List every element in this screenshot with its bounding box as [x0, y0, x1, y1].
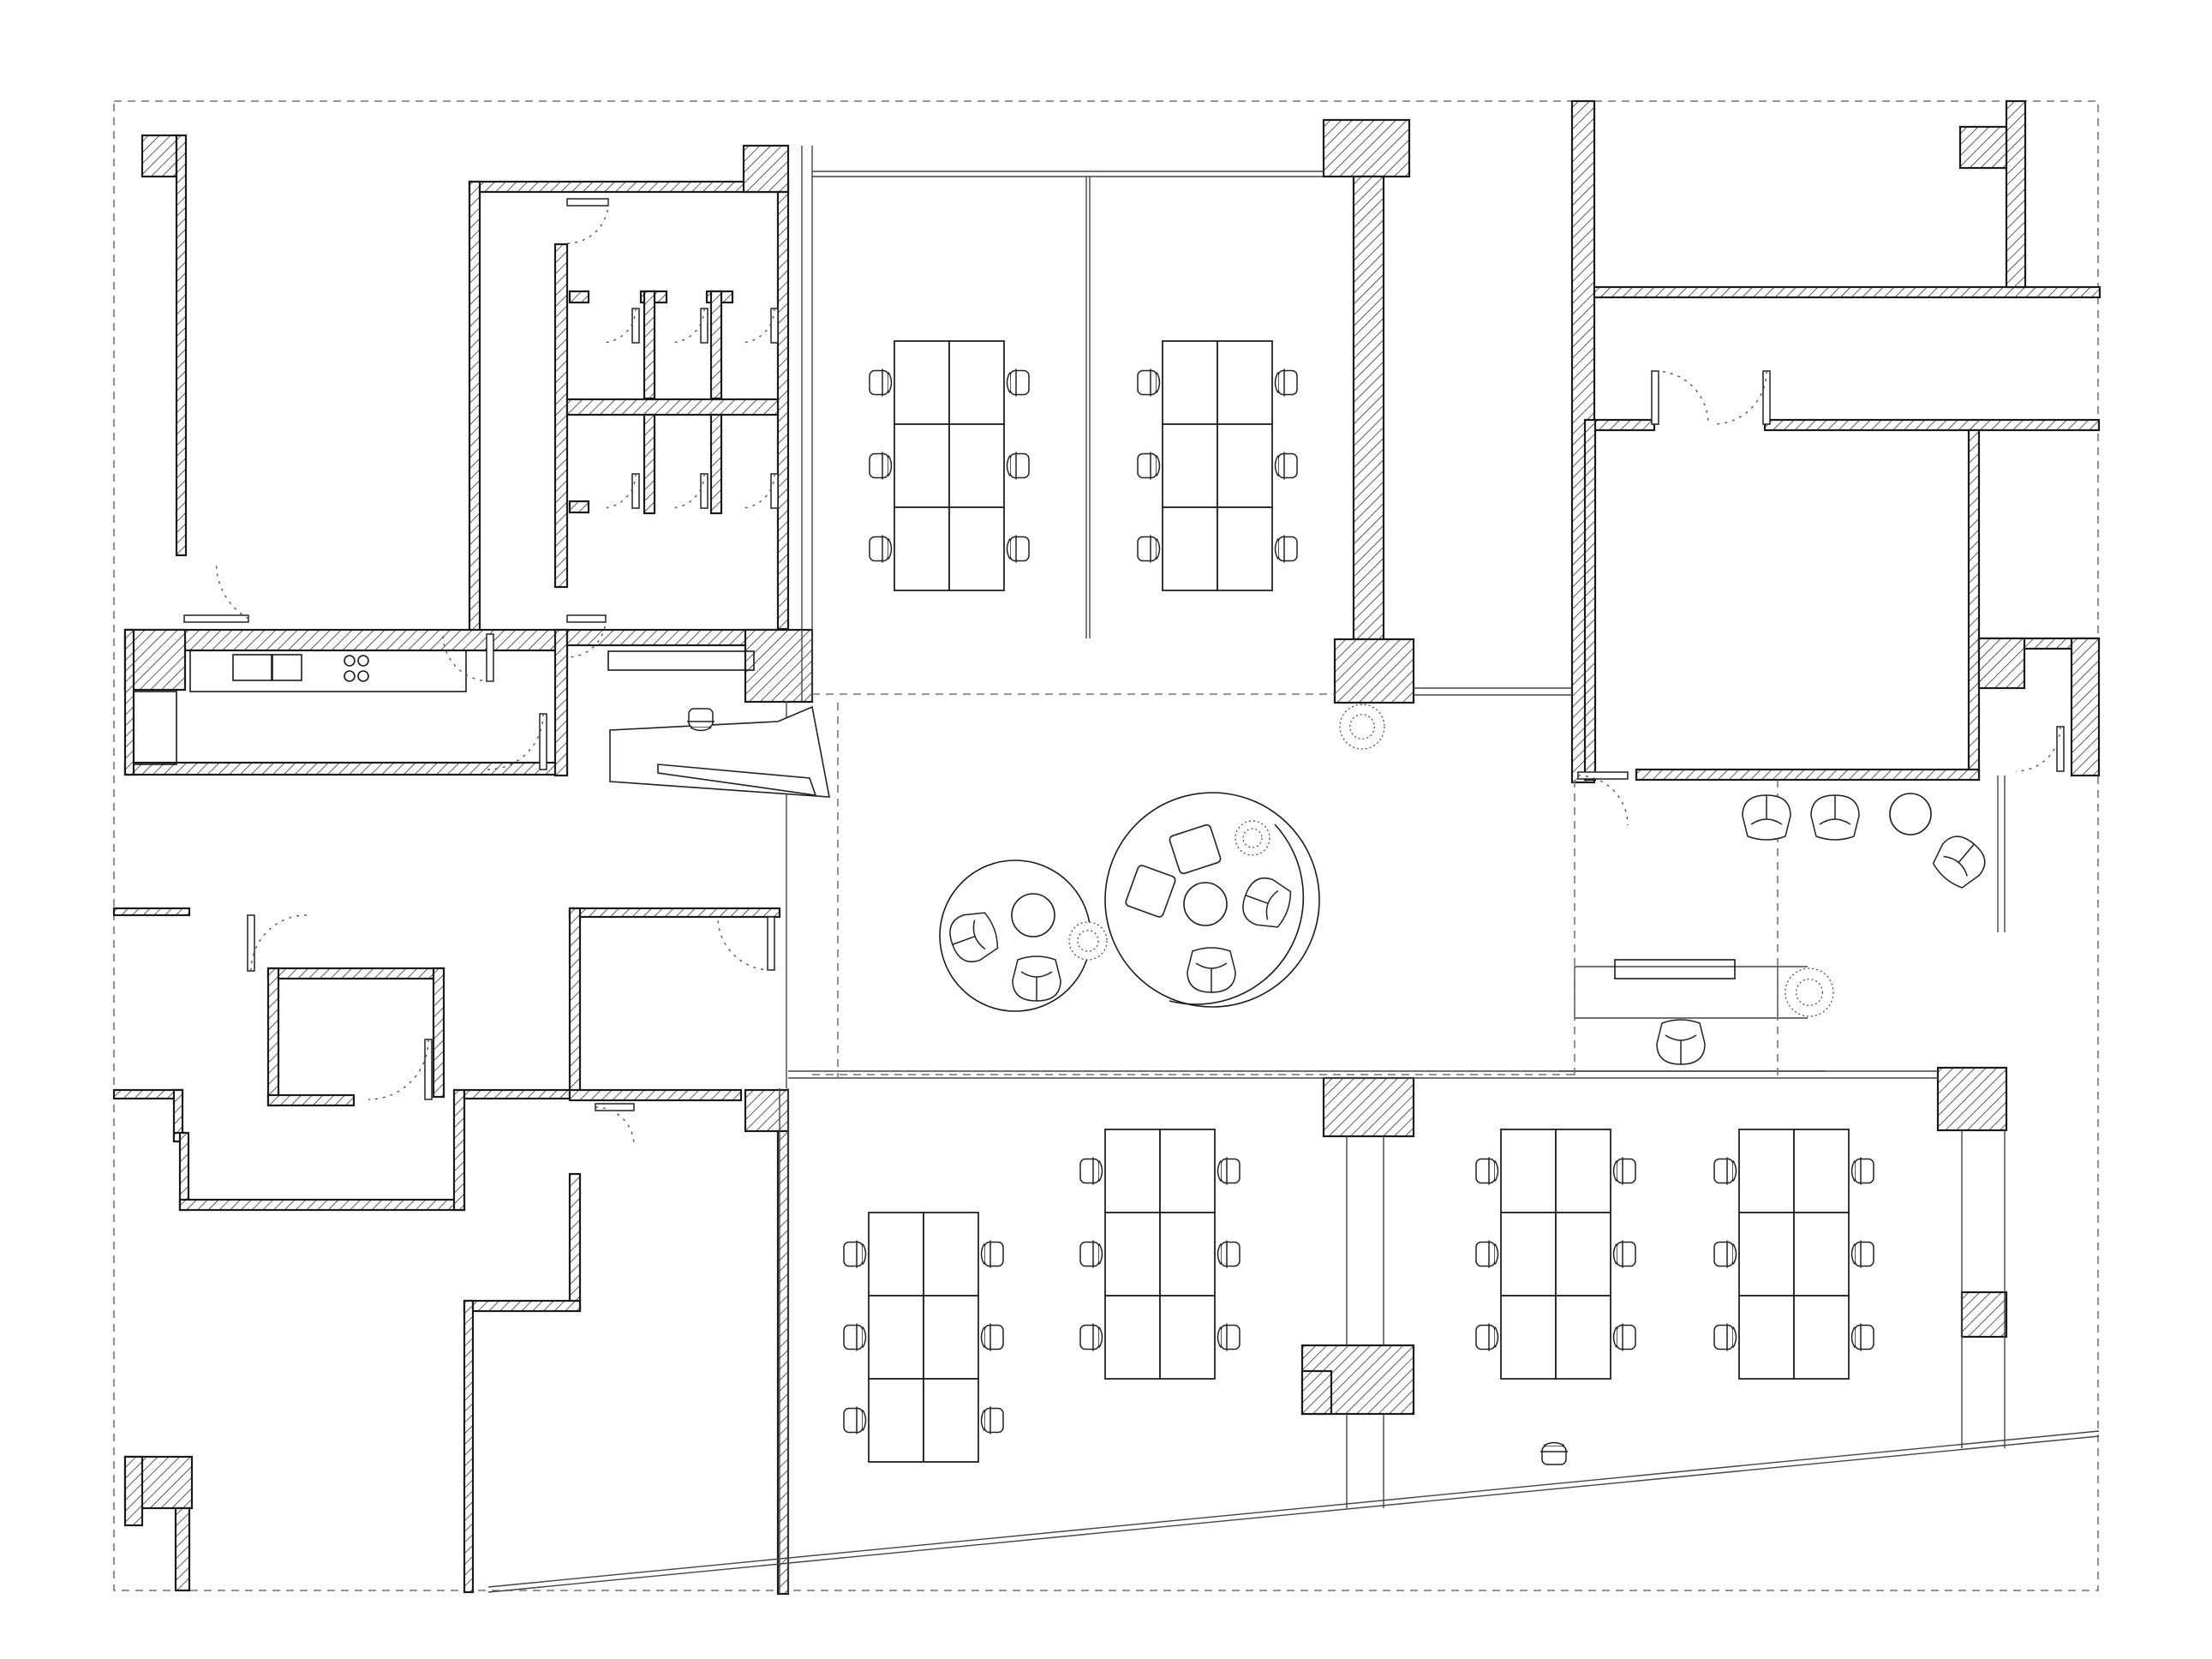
chair-icon	[1612, 1240, 1636, 1268]
chair-icon	[1274, 535, 1298, 563]
door-swing-icon	[601, 473, 640, 509]
desk-cluster-icon-f	[1713, 1129, 1874, 1380]
chair-icon	[1079, 1240, 1103, 1268]
walls-east-wing	[1300, 99, 2101, 1416]
chair-icon	[869, 452, 893, 480]
door-swing-icon	[566, 614, 607, 658]
chair-icon	[843, 1406, 867, 1434]
chair-icon	[1274, 452, 1298, 480]
walls-southwest	[112, 907, 790, 1596]
desk-cluster-icon-b	[1137, 340, 1298, 591]
door-swing-icon	[601, 308, 640, 344]
cooktop-icon	[344, 655, 356, 667]
chair-icon	[1475, 1323, 1499, 1351]
plant-icon	[1785, 967, 1834, 1017]
chair-icon	[1006, 452, 1030, 480]
chair-icon	[1612, 1157, 1636, 1185]
chair-icon	[843, 1240, 867, 1268]
door-swing-icon	[1577, 771, 1629, 826]
door-swing-icon	[2015, 726, 2065, 772]
walls-west-wing	[123, 134, 814, 777]
door-swing-icon	[717, 916, 775, 971]
chair-icon	[687, 708, 714, 732]
chair-icon	[1713, 1323, 1737, 1351]
chair-icon	[1810, 794, 1860, 841]
door-swing-icon	[566, 198, 609, 244]
door-swing-icon	[247, 914, 308, 972]
door-swing-icon	[1651, 370, 1709, 425]
door-swing-icon	[669, 308, 708, 344]
chair-icon	[1850, 1240, 1874, 1268]
chair-icon	[1079, 1157, 1103, 1185]
chair-icon	[1475, 1240, 1499, 1268]
chair-icon	[1932, 835, 1986, 889]
chair-icon	[1006, 535, 1030, 563]
chair-icon	[1540, 1441, 1568, 1465]
plant-icon	[1068, 921, 1108, 961]
chair-icon	[1713, 1157, 1737, 1185]
chair-icon	[1217, 1323, 1241, 1351]
door-swing-icon	[739, 473, 779, 509]
chair-icon	[1656, 1019, 1706, 1065]
desk-cluster-icon-d	[1079, 1129, 1241, 1380]
chair-icon	[980, 1240, 1004, 1268]
desk-cluster-icon-a	[869, 340, 1030, 591]
chair-icon	[1217, 1157, 1241, 1185]
reception-desk	[607, 650, 830, 798]
lounge-area	[939, 792, 1932, 1012]
door-swing-icon	[183, 563, 249, 623]
lounge-chairs	[949, 794, 1986, 1002]
door-swing-icon	[368, 1039, 433, 1100]
chair-icon	[980, 1406, 1004, 1434]
door-swing-icon	[1713, 370, 1771, 425]
chair-icon	[1742, 794, 1791, 841]
chair-icon	[869, 368, 893, 397]
chair-icon	[1475, 1157, 1499, 1185]
round-table-icon	[1104, 792, 1320, 1008]
chair-icon	[869, 535, 893, 563]
chair-icon	[1274, 368, 1298, 397]
door-swing-icon	[739, 308, 779, 344]
chair-icon	[1079, 1323, 1103, 1351]
chair-icon	[1612, 1323, 1636, 1351]
chair-icon	[1217, 1240, 1241, 1268]
plant-icon	[1339, 704, 1385, 750]
door-swing-icon	[487, 713, 547, 770]
chair-icon	[1006, 368, 1030, 397]
partitions	[487, 146, 2100, 1594]
site-boundary	[113, 100, 2099, 1591]
kitchen-counter	[133, 650, 467, 765]
chair-icon	[1137, 535, 1161, 563]
chair-icon	[1137, 368, 1161, 397]
door-swing-icon	[669, 473, 708, 509]
desk-cluster-icon-c	[843, 1212, 1004, 1463]
doors	[183, 198, 2065, 1147]
chair-icon	[1850, 1157, 1874, 1185]
door-swing-icon	[442, 633, 494, 682]
chair-icon	[1012, 955, 1061, 1002]
chair-icon	[949, 912, 999, 963]
desk-clusters	[687, 340, 1874, 1465]
desk-cluster-icon-e	[1475, 1129, 1636, 1380]
plants	[1068, 704, 1834, 1017]
chair-icon	[1137, 452, 1161, 480]
chair-icon	[1713, 1240, 1737, 1268]
chair-icon	[1850, 1323, 1874, 1351]
plant-icon	[1235, 820, 1270, 856]
zone-boundaries	[812, 693, 1779, 1078]
chair-icon	[1187, 947, 1236, 993]
door-swing-icon	[595, 1103, 635, 1147]
chair-icon	[980, 1323, 1004, 1351]
chair-icon	[1242, 877, 1292, 928]
chair-icon	[843, 1323, 867, 1351]
sink-icon	[232, 654, 272, 681]
